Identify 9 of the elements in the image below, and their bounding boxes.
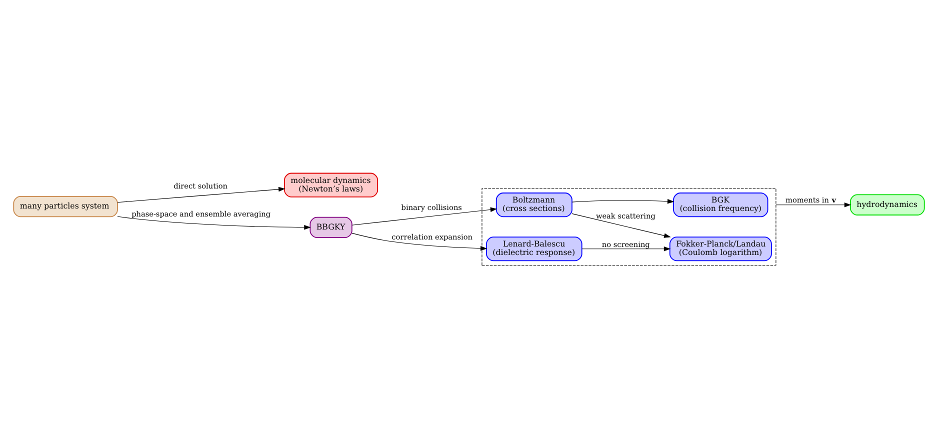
arrow: [352, 232, 488, 250]
arrow: [117, 216, 311, 230]
arrow: [572, 212, 671, 238]
cluster: [482, 188, 776, 266]
arrow: [352, 206, 498, 225]
arrow: [117, 186, 286, 202]
arrow: [582, 246, 671, 251]
arrow: [572, 198, 674, 204]
arrow: [776, 202, 852, 207]
